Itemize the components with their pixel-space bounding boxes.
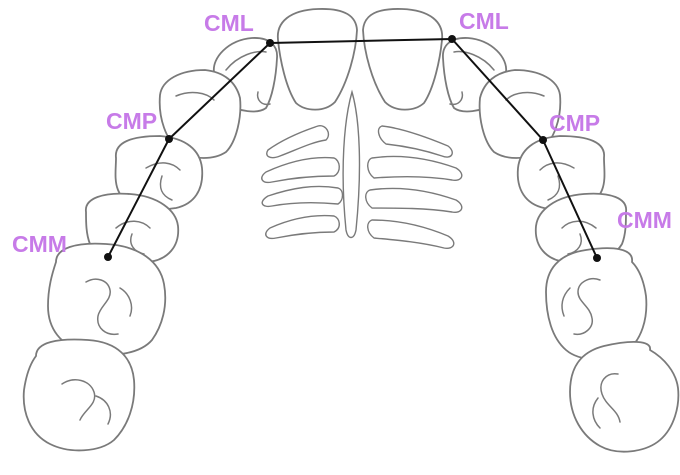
tooth-central-incisor-left [278, 9, 357, 110]
label-cmp-left: CMP [106, 110, 157, 133]
label-cml-right: CML [459, 10, 509, 33]
incisive-papilla-raphe [343, 92, 359, 238]
tooth-second-molar-left [24, 340, 135, 451]
label-cmp-right: CMP [549, 112, 600, 135]
tooth-second-molar-right [570, 342, 678, 452]
tooth-central-incisor-right [363, 9, 442, 110]
point-cmp-right [539, 136, 547, 144]
label-cml-left: CML [204, 12, 254, 35]
label-cmm-left: CMM [12, 233, 67, 256]
point-cmm-right [593, 254, 601, 262]
point-cmp-left [165, 135, 173, 143]
palatal-rugae-left [262, 126, 343, 239]
point-cmm-left [104, 253, 112, 261]
point-cml-right [448, 35, 456, 43]
point-cml-left [266, 39, 274, 47]
label-cmm-right: CMM [617, 209, 672, 232]
palatal-rugae-right [366, 126, 462, 248]
